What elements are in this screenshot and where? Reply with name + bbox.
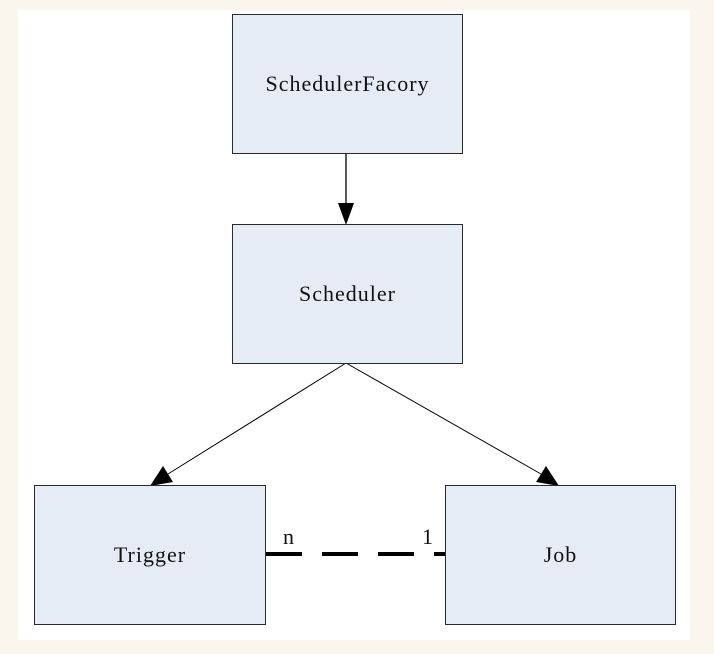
edge-scheduler-to-job [345, 362, 559, 486]
edge-scheduler-to-trigger [150, 362, 347, 486]
trigger-node: Trigger [34, 485, 266, 625]
scheduler-factory-node: SchedulerFacory [232, 14, 463, 154]
scheduler-label: Scheduler [299, 281, 396, 306]
trigger-multiplicity: n [283, 524, 294, 549]
scheduler-node: Scheduler [232, 224, 463, 364]
job-node: Job [445, 485, 676, 625]
job-multiplicity: 1 [422, 524, 433, 549]
edge-factory-to-scheduler [338, 153, 354, 225]
scheduler-factory-label: SchedulerFacory [265, 71, 430, 96]
job-label: Job [543, 542, 578, 567]
trigger-label: Trigger [113, 542, 187, 567]
